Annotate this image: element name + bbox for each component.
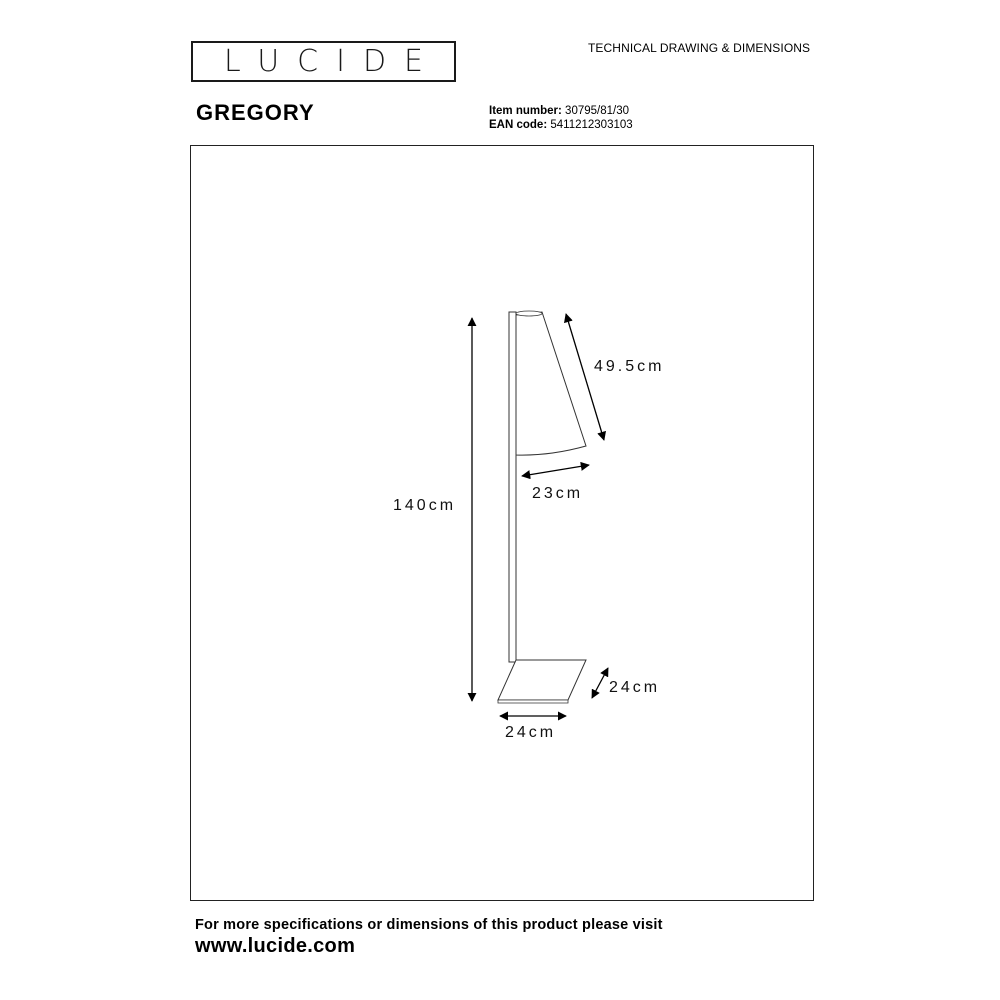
brand-logo: LUCIDE	[191, 41, 456, 82]
drawing-frame	[190, 145, 814, 901]
lamp-base	[497, 659, 587, 704]
shade-diameter-dimension-line	[521, 461, 590, 480]
base-depth-label: 24cm	[609, 679, 661, 696]
document-type: TECHNICAL DRAWING & DIMENSIONS	[588, 41, 811, 55]
base-depth-dimension-line	[591, 667, 609, 699]
product-name: GREGORY	[196, 100, 315, 125]
shade-diameter-label: 23cm	[532, 485, 584, 502]
height-label: 140cm	[393, 497, 457, 514]
shade-length-dimension-line	[564, 313, 606, 441]
item-number-row: Item number: 30795/81/30	[489, 105, 629, 117]
website-link[interactable]: www.lucide.com	[195, 935, 356, 957]
lamp-pole	[508, 311, 517, 663]
footer-note: For more specifications or dimensions of…	[195, 917, 663, 933]
ean-value: 5411212303103	[550, 119, 633, 131]
ean-label: EAN code:	[489, 119, 548, 131]
item-number-label: Item number:	[489, 105, 562, 117]
shade-length-label: 49.5cm	[594, 358, 665, 375]
lamp-shade	[515, 310, 587, 456]
brand-logo-text: LUCIDE	[223, 44, 442, 79]
base-width-label: 24cm	[505, 724, 557, 741]
ean-row: EAN code: 5411212303103	[489, 119, 633, 131]
item-number-value: 30795/81/30	[565, 105, 629, 117]
